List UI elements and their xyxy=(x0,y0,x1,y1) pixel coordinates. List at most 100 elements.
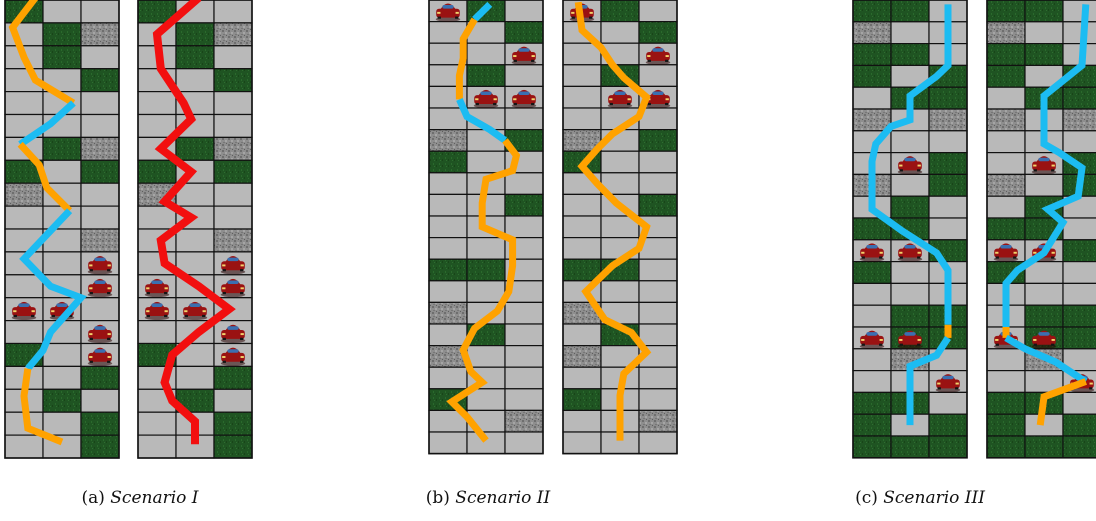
road-cell xyxy=(214,183,252,206)
road-cell xyxy=(1025,22,1063,44)
gravel-cell xyxy=(81,23,119,46)
road-cell xyxy=(138,92,176,115)
grass-cell xyxy=(429,151,467,173)
road-cell xyxy=(563,65,601,87)
grass-cell xyxy=(1063,305,1096,327)
gravel-cell xyxy=(214,137,252,160)
road-cell xyxy=(214,206,252,229)
road-cell xyxy=(467,346,505,368)
caption-title: Scenario I xyxy=(110,488,198,508)
road-cell xyxy=(81,298,119,321)
gravel-cell xyxy=(1063,109,1096,131)
road-cell xyxy=(891,131,929,153)
road-cell xyxy=(429,216,467,238)
grid-panel-4 xyxy=(563,0,677,454)
road-cell xyxy=(5,275,43,298)
caption-label: (c) xyxy=(855,488,878,508)
road-cell xyxy=(1063,0,1096,22)
road-cell xyxy=(429,324,467,346)
caption-scenario-1: (a) Scenario I xyxy=(20,488,260,508)
road-cell xyxy=(429,367,467,389)
grass-cell xyxy=(853,44,891,66)
grass-cell xyxy=(43,137,81,160)
caption-scenario-2: (b) Scenario II xyxy=(368,488,608,508)
grass-cell xyxy=(853,65,891,87)
grass-cell xyxy=(601,0,639,22)
road-cell xyxy=(505,432,543,454)
grass-cell xyxy=(429,259,467,281)
road-cell xyxy=(5,92,43,115)
road-cell xyxy=(176,366,214,389)
caption-label: (b) xyxy=(426,488,450,508)
road-cell xyxy=(5,435,43,458)
road-cell xyxy=(81,92,119,115)
grass-cell xyxy=(467,65,505,87)
road-cell xyxy=(639,432,677,454)
road-cell xyxy=(601,22,639,44)
road-cell xyxy=(929,392,967,414)
grass-cell xyxy=(1063,436,1096,458)
road-cell xyxy=(429,238,467,260)
grass-cell xyxy=(138,160,176,183)
road-cell xyxy=(429,173,467,195)
road-cell xyxy=(138,435,176,458)
grass-cell xyxy=(214,69,252,92)
road-cell xyxy=(5,206,43,229)
grass-cell xyxy=(929,174,967,196)
road-cell xyxy=(1063,218,1096,240)
grass-cell xyxy=(929,153,967,175)
grass-cell xyxy=(929,414,967,436)
road-cell xyxy=(43,160,81,183)
road-cell xyxy=(891,22,929,44)
road-cell xyxy=(563,367,601,389)
grass-cell xyxy=(81,435,119,458)
grass-cell xyxy=(505,22,543,44)
road-cell xyxy=(81,389,119,412)
road-cell xyxy=(639,65,677,87)
gravel-cell xyxy=(987,109,1025,131)
grass-cell xyxy=(891,196,929,218)
road-cell xyxy=(639,324,677,346)
grass-cell xyxy=(1063,327,1096,349)
road-cell xyxy=(1063,392,1096,414)
grid-panel-3 xyxy=(429,0,543,454)
road-cell xyxy=(987,349,1025,371)
road-cell xyxy=(429,281,467,303)
gravel-cell xyxy=(929,109,967,131)
gravel-cell xyxy=(853,22,891,44)
road-cell xyxy=(81,46,119,69)
road-cell xyxy=(987,87,1025,109)
road-cell xyxy=(1063,262,1096,284)
grid-panel-5 xyxy=(853,0,967,458)
road-cell xyxy=(639,173,677,195)
road-cell xyxy=(891,174,929,196)
gravel-cell xyxy=(853,109,891,131)
road-cell xyxy=(505,367,543,389)
gravel-cell xyxy=(214,23,252,46)
grass-cell xyxy=(43,46,81,69)
road-cell xyxy=(505,173,543,195)
grass-cell xyxy=(81,412,119,435)
gravel-cell xyxy=(5,183,43,206)
road-cell xyxy=(853,371,891,393)
grass-cell xyxy=(214,366,252,389)
gravel-cell xyxy=(563,346,601,368)
road-cell xyxy=(563,108,601,130)
road-cell xyxy=(929,196,967,218)
caption-title: Scenario II xyxy=(455,488,550,508)
grass-cell xyxy=(639,130,677,152)
grass-cell xyxy=(853,262,891,284)
grass-cell xyxy=(987,414,1025,436)
gravel-cell xyxy=(214,229,252,252)
grass-cell xyxy=(853,0,891,22)
road-cell xyxy=(1063,131,1096,153)
gravel-cell xyxy=(987,22,1025,44)
road-cell xyxy=(563,86,601,108)
road-cell xyxy=(563,324,601,346)
road-cell xyxy=(505,389,543,411)
grass-cell xyxy=(853,392,891,414)
road-cell xyxy=(505,65,543,87)
road-cell xyxy=(563,194,601,216)
road-cell xyxy=(214,389,252,412)
road-cell xyxy=(429,432,467,454)
